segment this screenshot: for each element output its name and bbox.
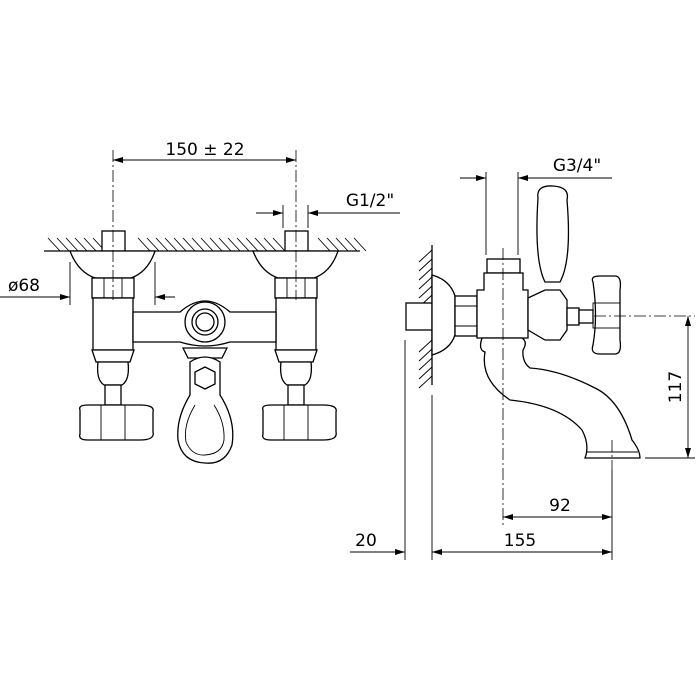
hatch-line — [335, 237, 349, 252]
hatch-line — [83, 237, 97, 252]
hatch-line — [200, 237, 214, 252]
hatch-line — [418, 285, 433, 299]
lever-handle — [536, 185, 570, 283]
right-cross-handle — [262, 404, 337, 441]
hatch-line — [326, 237, 340, 252]
hatch-line — [164, 237, 178, 252]
hatch-line — [155, 237, 169, 252]
diverter-lever — [177, 347, 234, 464]
hatch-line — [173, 237, 187, 252]
hatch-line — [254, 237, 268, 252]
total-depth-label: 155 — [504, 531, 536, 551]
side-cross-handle — [527, 275, 622, 355]
spout-height-dimension-line — [645, 316, 695, 459]
hatch-line — [418, 339, 433, 353]
hatch-line — [74, 237, 88, 252]
hatch-line — [137, 237, 151, 252]
hatch-line — [245, 237, 259, 252]
mixer-body — [132, 300, 277, 347]
hatch-line — [272, 237, 286, 252]
side-valve-body — [476, 258, 529, 339]
escutcheon-dimension-line — [0, 262, 175, 305]
hatch-line — [418, 357, 433, 371]
hatch-line — [146, 237, 160, 252]
hatch-line — [418, 267, 433, 281]
escutcheon-diameter-label: ø68 — [8, 276, 40, 296]
spout-height-label: 117 — [666, 371, 686, 403]
hatch-line — [263, 237, 277, 252]
right-collar — [274, 349, 318, 406]
inlet-thread-dimension-line — [256, 205, 400, 228]
wall-offset-label: 20 — [355, 531, 377, 551]
right-valve-body — [275, 297, 317, 351]
hatch-line — [418, 348, 433, 362]
left-collar — [91, 349, 135, 406]
hatch-line — [418, 258, 433, 272]
outlet-thread-dimension-line — [460, 172, 612, 255]
hatch-line — [65, 237, 79, 252]
hatch-line — [418, 276, 433, 290]
hatch-line — [344, 237, 358, 252]
hatch-line — [353, 237, 367, 252]
hatch-line — [47, 237, 61, 252]
hatch-line — [209, 237, 223, 252]
left-inlet-stub — [101, 230, 126, 252]
right-inlet-stub — [284, 230, 309, 252]
front-view: 150 ± 22 G1/2" ø68 — [0, 140, 400, 464]
left-valve-body — [92, 297, 134, 351]
hatch-line — [418, 249, 433, 263]
hatch-line — [56, 237, 70, 252]
side-view: G3/4" 117 92 20 155 — [350, 156, 695, 560]
side-nut — [454, 295, 478, 337]
inlet-thread-label: G1/2" — [346, 191, 394, 211]
hatch-line — [218, 237, 232, 252]
left-cross-handle — [79, 404, 154, 441]
outlet-thread-label: G3/4" — [553, 156, 601, 176]
hatch-line — [182, 237, 196, 252]
side-wall-hatching — [418, 249, 433, 389]
hatch-line — [418, 366, 433, 380]
hatch-line — [227, 237, 241, 252]
left-escutcheon — [69, 250, 156, 279]
hatch-line — [418, 375, 433, 389]
hatch-line — [236, 237, 250, 252]
side-escutcheon — [431, 274, 456, 356]
hatch-line — [191, 237, 205, 252]
centers-dimension-label: 150 ± 22 — [165, 140, 244, 160]
spout — [479, 337, 641, 459]
right-escutcheon — [252, 250, 339, 279]
side-inlet-stub — [405, 302, 433, 331]
spout-reach-label: 92 — [549, 496, 571, 516]
extension-lines — [404, 340, 613, 560]
wall-hatching — [47, 237, 367, 252]
hatch-line — [317, 237, 331, 252]
